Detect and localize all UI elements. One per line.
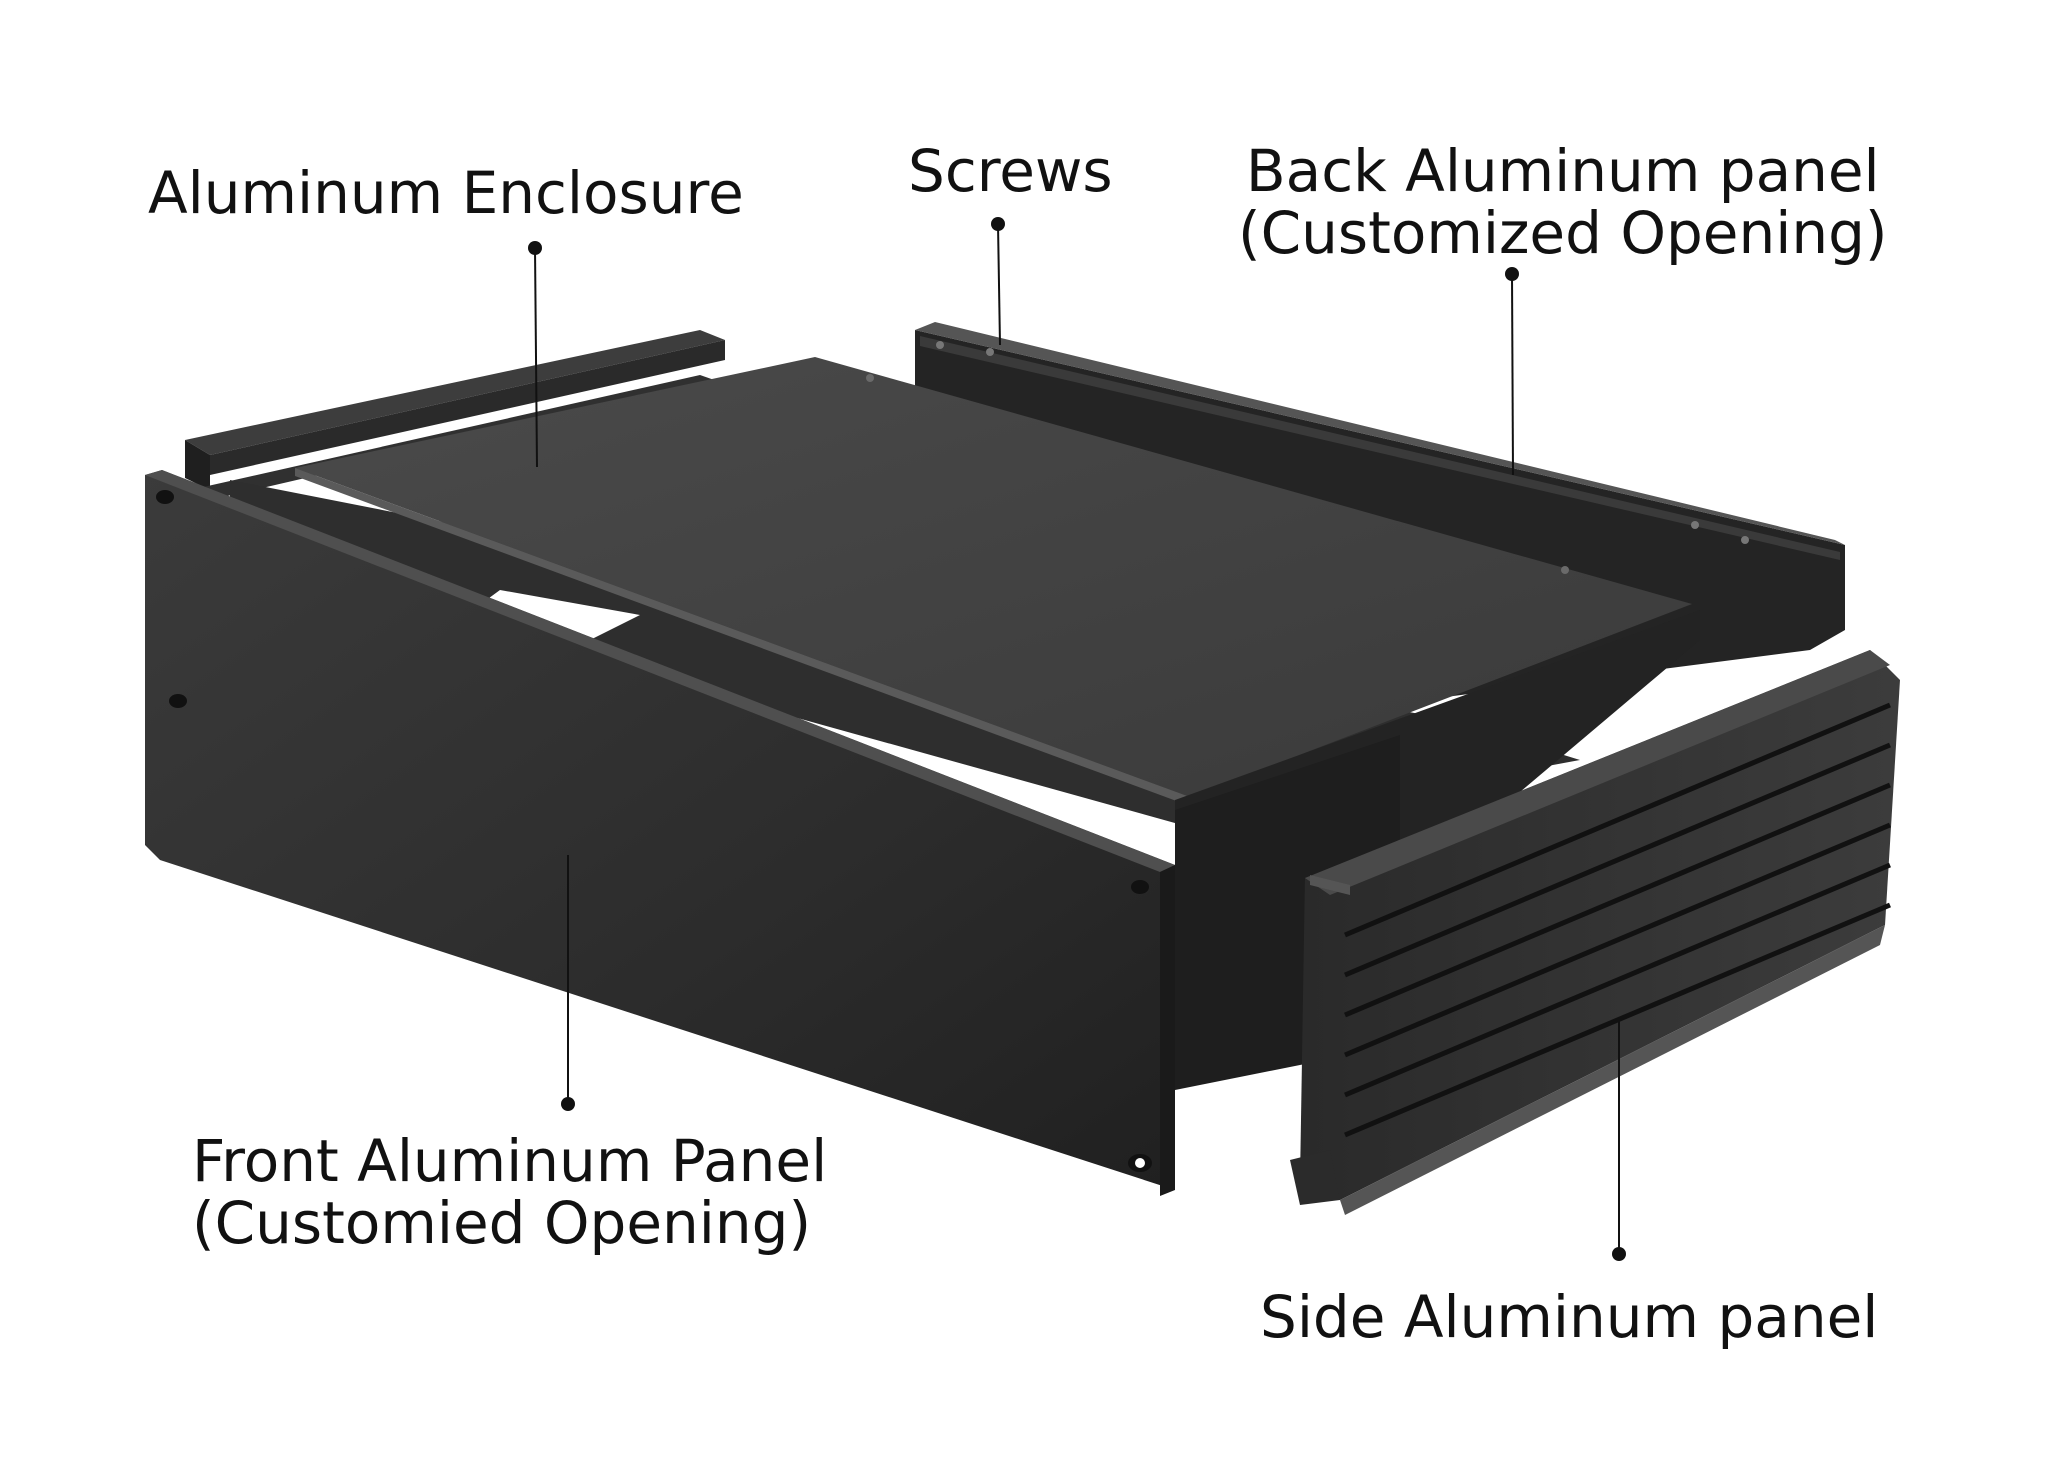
callout-side-panel [1612, 1020, 1626, 1261]
label-back-line2: (Customized Opening) [1238, 199, 1888, 267]
label-front-line2: (Customied Opening) [192, 1189, 812, 1257]
label-back-aluminum-panel: Back Aluminum panel (Customized Opening) [1238, 140, 1888, 264]
callout-screws [991, 217, 1005, 346]
label-screws-text: Screws [908, 137, 1113, 205]
label-side-aluminum-panel: Side Aluminum panel [1260, 1286, 1878, 1348]
side-aluminum-panel [1290, 650, 1900, 1215]
callout-back-panel [1505, 267, 1519, 476]
label-screws: Screws [908, 140, 1113, 202]
label-front-line1: Front Aluminum Panel [192, 1127, 828, 1195]
front-aluminum-panel [145, 470, 1175, 1196]
callout-enclosure [528, 241, 542, 468]
label-front-aluminum-panel: Front Aluminum Panel (Customied Opening) [192, 1130, 827, 1254]
label-side-text: Side Aluminum panel [1260, 1283, 1879, 1351]
label-aluminum-enclosure: Aluminum Enclosure [148, 162, 744, 224]
label-enclosure-text: Aluminum Enclosure [148, 159, 744, 227]
top-cover-plate [295, 357, 1692, 806]
label-back-line1: Back Aluminum panel [1245, 137, 1880, 205]
callout-front-panel [561, 855, 575, 1111]
